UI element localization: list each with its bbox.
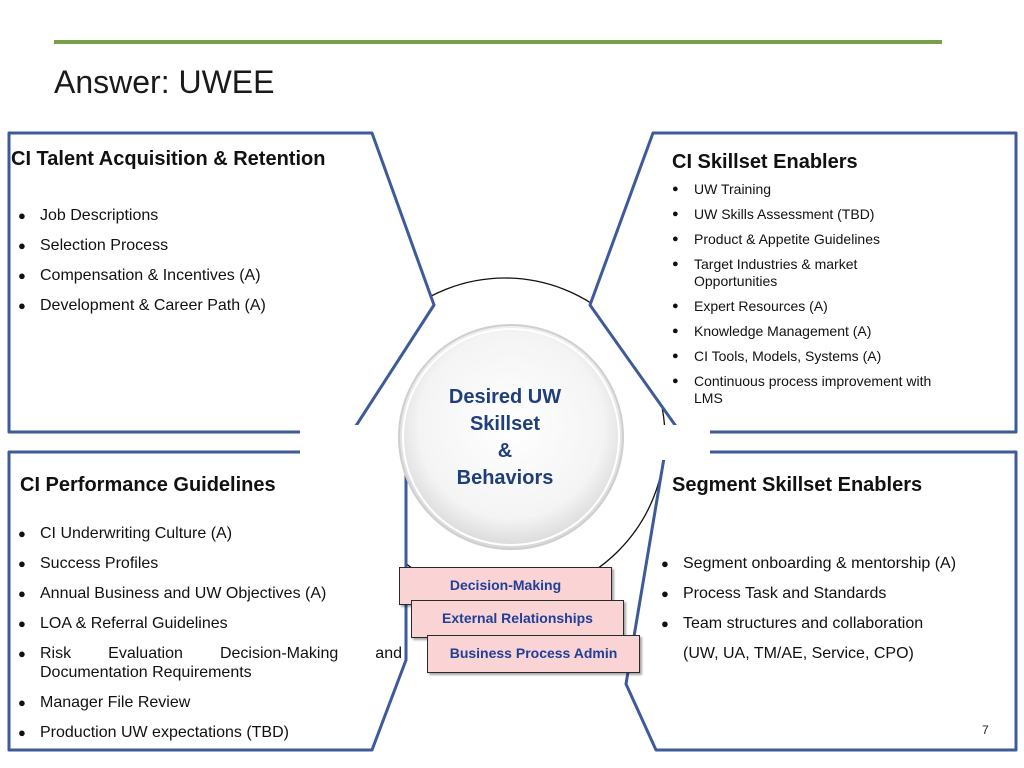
list-item-continuation: (UW, UA, TM/AE, Service, CPO) bbox=[683, 645, 914, 662]
list-item: UW Training bbox=[670, 181, 940, 198]
list-item: Expert Resources (A) bbox=[670, 298, 940, 315]
center-circle bbox=[398, 324, 624, 550]
bottom-right-title: Segment Skillset Enablers bbox=[672, 474, 923, 496]
center-line: Behaviors bbox=[456, 467, 554, 489]
list-item: CI Underwriting Culture (A) bbox=[16, 524, 402, 543]
list-item: Target Industries & market Opportunities bbox=[670, 256, 940, 290]
bottom-left-list: CI Underwriting Culture (A) Success Prof… bbox=[16, 524, 402, 753]
page-title: Answer: UWEE bbox=[54, 64, 275, 100]
center-line: Skillset bbox=[469, 413, 541, 435]
list-item: CI Tools, Models, Systems (A) bbox=[670, 348, 940, 365]
bottom-left-title: CI Performance Guidelines bbox=[20, 474, 276, 496]
title-underline bbox=[54, 40, 942, 44]
top-right-list: UW Training UW Skills Assessment (TBD) P… bbox=[670, 181, 940, 415]
center-line: Desired UW bbox=[448, 386, 562, 408]
list-item: Continuous process improvement with LMS bbox=[670, 373, 940, 407]
list-item: Success Profiles bbox=[16, 554, 402, 573]
list-item: Knowledge Management (A) bbox=[670, 323, 940, 340]
list-item: LOA & Referral Guidelines bbox=[16, 614, 402, 633]
center-line: & bbox=[497, 440, 513, 462]
list-item: Risk Evaluation Decision-Making and Docu… bbox=[16, 644, 402, 682]
top-left-title: CI Talent Acquisition & Retention bbox=[11, 148, 326, 170]
list-item: UW Skills Assessment (TBD) bbox=[670, 206, 940, 223]
tag-external-relationships: External Relationships bbox=[411, 600, 624, 638]
center-label: Desired UW Skillset & Behaviors bbox=[410, 384, 600, 492]
list-item: Annual Business and UW Objectives (A) bbox=[16, 584, 402, 603]
top-right-title: CI Skillset Enablers bbox=[672, 151, 858, 173]
bottom-right-list: Segment onboarding & mentorship (A) Proc… bbox=[659, 554, 1009, 674]
list-item: Product & Appetite Guidelines bbox=[670, 231, 940, 248]
list-item: Segment onboarding & mentorship (A) bbox=[659, 554, 1009, 573]
list-item: Team structures and collaboration bbox=[659, 614, 1009, 633]
list-item: Compensation & Incentives (A) bbox=[16, 266, 396, 285]
list-item: Development & Career Path (A) bbox=[16, 296, 396, 315]
top-left-list: Job Descriptions Selection Process Compe… bbox=[16, 206, 396, 326]
tag-decision-making: Decision-Making bbox=[399, 567, 612, 605]
list-item: Process Task and Standards bbox=[659, 584, 1009, 603]
list-item: Job Descriptions bbox=[16, 206, 396, 225]
list-item: Manager File Review bbox=[16, 693, 402, 712]
tag-business-process-admin: Business Process Admin bbox=[427, 635, 640, 673]
list-item: Selection Process bbox=[16, 236, 396, 255]
page-number: 7 bbox=[982, 723, 989, 737]
list-item: Production UW expectations (TBD) bbox=[16, 723, 402, 742]
